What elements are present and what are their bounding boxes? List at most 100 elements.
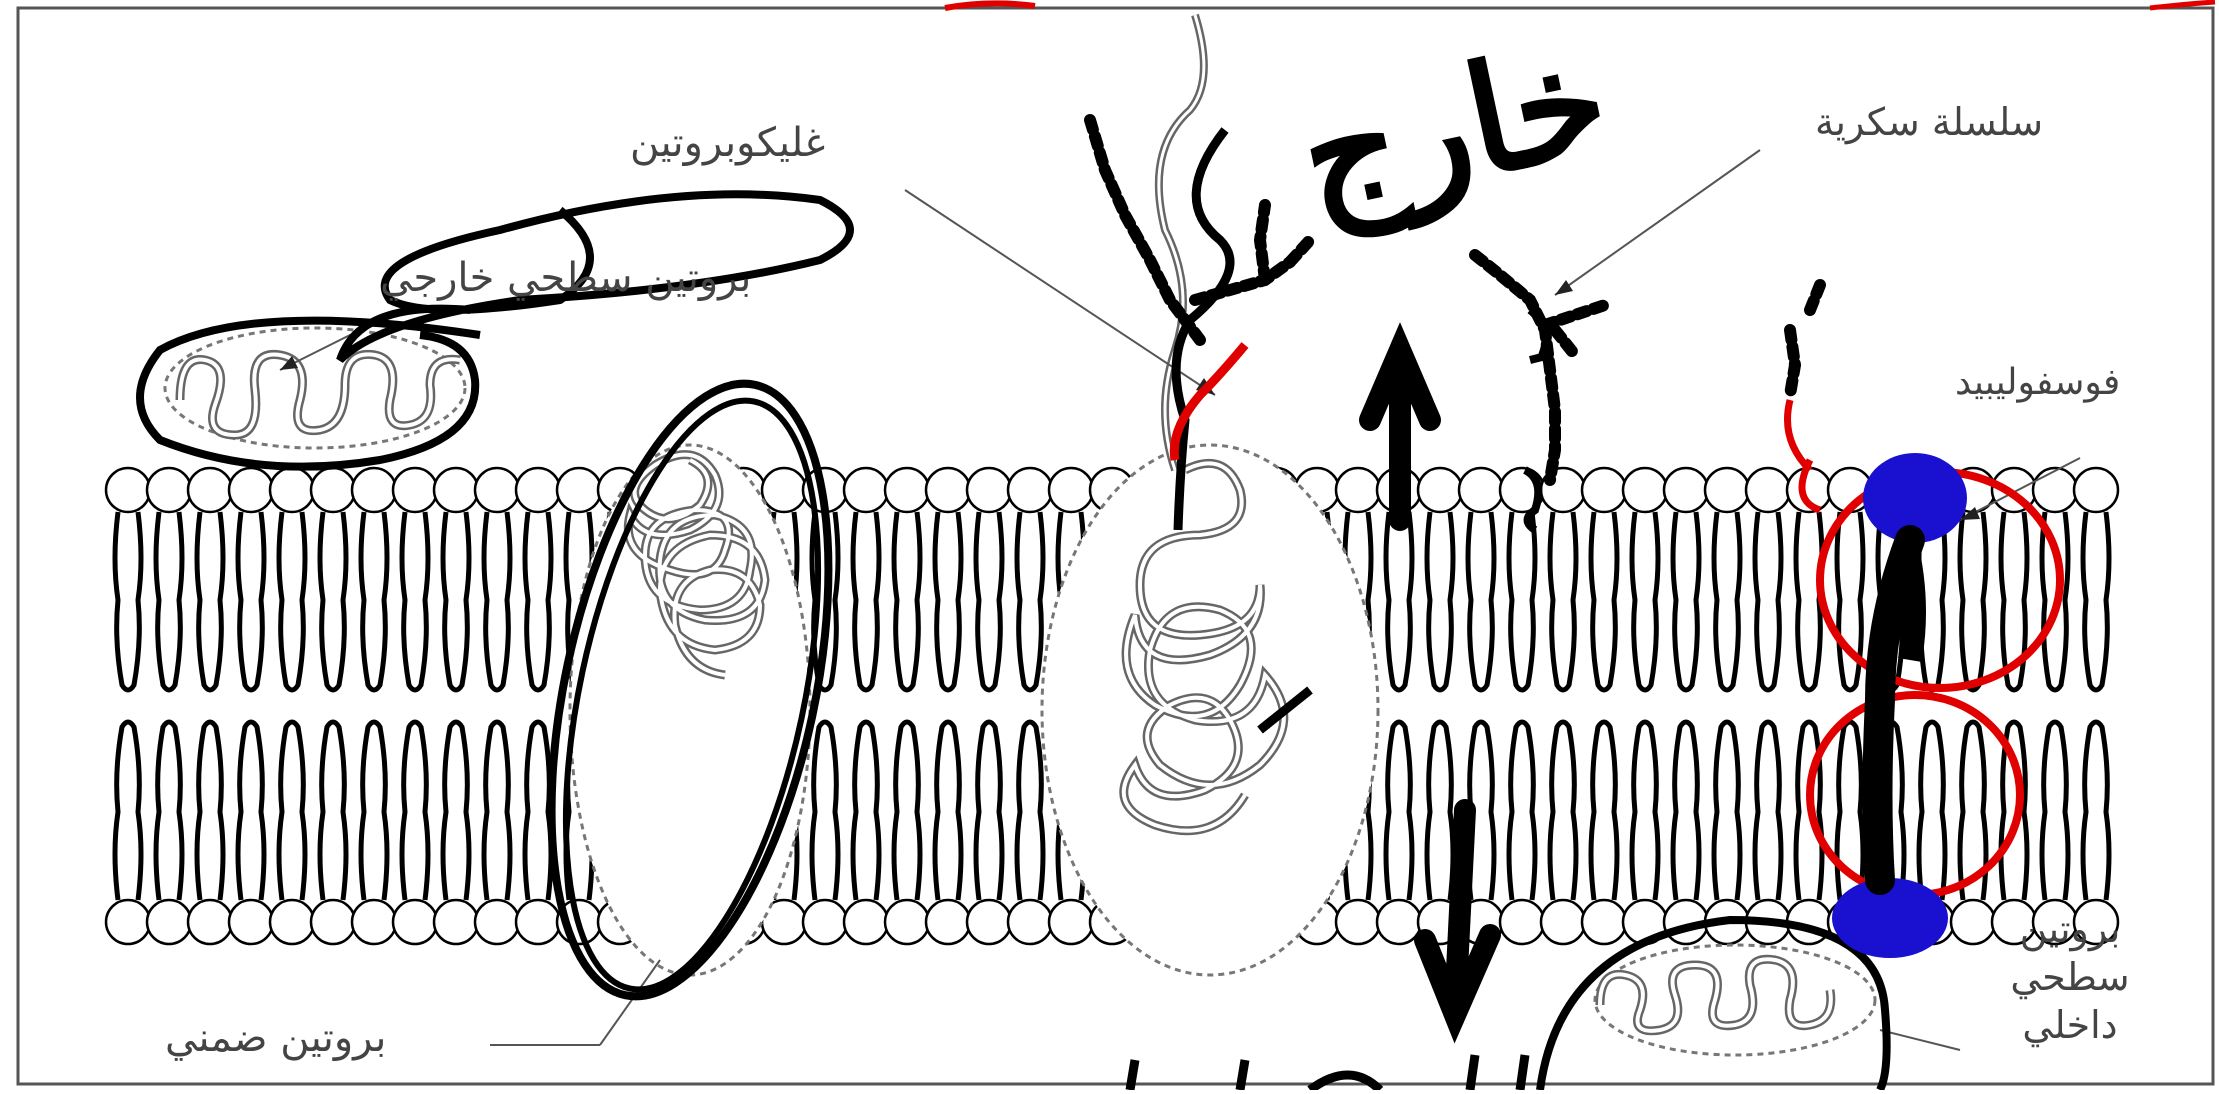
phospholipid-head-top xyxy=(1459,468,1503,512)
phospholipid-head-bottom xyxy=(352,900,396,944)
lipid-tail-top xyxy=(1427,512,1453,690)
phospholipid-head-top xyxy=(2074,468,2118,512)
lipid-tail-top xyxy=(1591,512,1617,690)
label-phospholipid: فوسفوليبيد xyxy=(1955,362,2120,403)
lipid-tail-bottom xyxy=(525,722,551,900)
phospholipid-head-top xyxy=(475,468,519,512)
phospholipid-head-top xyxy=(1008,468,1052,512)
phospholipid-head-bottom xyxy=(147,900,191,944)
integral-protein-left xyxy=(570,445,810,975)
lipid-tail-top xyxy=(2083,512,2109,690)
lipid-tail-bottom xyxy=(935,722,961,900)
sugar-chain xyxy=(1810,285,1820,310)
label-glycoprotein: غليكوبروتين xyxy=(630,120,825,166)
lipid-tail-top xyxy=(1673,512,1699,690)
lipid-tail-top xyxy=(1960,512,1986,690)
phospholipid-head-top xyxy=(885,468,929,512)
phospholipid-head-bottom xyxy=(1500,900,1544,944)
phospholipid-head-top xyxy=(1705,468,1749,512)
lipid-tail-top xyxy=(1632,512,1658,690)
lipid-tail-bottom xyxy=(1591,722,1617,900)
lipid-tail-top xyxy=(197,512,223,690)
lipid-tail-bottom xyxy=(812,722,838,900)
lipid-tail-bottom xyxy=(443,722,469,900)
ink-red-loop-bottom xyxy=(1810,695,2020,895)
sugar-chain xyxy=(1475,255,1555,480)
lipid-tail-top xyxy=(976,512,1002,690)
phospholipid-head-bottom xyxy=(1049,900,1093,944)
phospholipid-head-bottom xyxy=(1951,900,1995,944)
lipid-tail-top xyxy=(156,512,182,690)
phospholipid-head-bottom xyxy=(188,900,232,944)
phospholipid-head-bottom xyxy=(106,900,150,944)
lipid-tail-top xyxy=(320,512,346,690)
lipid-tail-bottom xyxy=(1550,722,1576,900)
sugar-chain xyxy=(1545,305,1605,325)
lipid-tail-top xyxy=(484,512,510,690)
lipid-tail-bottom xyxy=(402,722,428,900)
phospholipid-head-bottom xyxy=(885,900,929,944)
sugar-chain xyxy=(1555,330,1575,355)
phospholipid-head-bottom xyxy=(803,900,847,944)
phospholipid-head-top xyxy=(967,468,1011,512)
lipid-tail-bottom xyxy=(894,722,920,900)
lipid-tail-bottom xyxy=(1755,722,1781,900)
phospholipid-head-top xyxy=(1746,468,1790,512)
lipid-tail-bottom xyxy=(156,722,182,900)
sugar-chain xyxy=(1790,330,1795,395)
lipid-tail-top xyxy=(853,512,879,690)
lipid-tail-top xyxy=(1714,512,1740,690)
phospholipid-head-top xyxy=(106,468,150,512)
phospholipid-head-bottom xyxy=(1582,900,1626,944)
label-sugar-chain: سلسلة سكرية xyxy=(1815,100,2043,144)
lipid-tail-top xyxy=(443,512,469,690)
lipid-tail-bottom xyxy=(1919,722,1945,900)
phospholipid-head-top xyxy=(1582,468,1626,512)
lipid-tail-top xyxy=(279,512,305,690)
lipid-tail-top xyxy=(525,512,551,690)
lipid-tail-top xyxy=(1386,512,1412,690)
lipid-tail-bottom xyxy=(1427,722,1453,900)
phospholipid-head-top xyxy=(393,468,437,512)
phospholipid-head-top xyxy=(229,468,273,512)
phospholipid-head-top xyxy=(1418,468,1462,512)
lipid-tail-bottom xyxy=(1386,722,1412,900)
phospholipid-head-top xyxy=(516,468,560,512)
sugar-chain xyxy=(1195,262,1290,300)
label-inner-surface-protein: بروتين سطحي داخلي xyxy=(1990,905,2150,1049)
pointer-inner-protein xyxy=(1880,1030,1960,1050)
phospholipid-head-top xyxy=(188,468,232,512)
label-inner-line-2: سطحي xyxy=(1990,953,2150,1001)
lipid-tail-top xyxy=(1755,512,1781,690)
phospholipid-head-top xyxy=(1664,468,1708,512)
lipid-tail-bottom xyxy=(2083,722,2109,900)
phospholipid-head-top xyxy=(557,468,601,512)
sugar-chain xyxy=(1290,240,1310,262)
lipid-tail-top xyxy=(238,512,264,690)
lipid-tail-bottom xyxy=(1509,722,1535,900)
lipid-tail-top xyxy=(115,512,141,690)
phospholipid-head-top xyxy=(1049,468,1093,512)
pointer-integral xyxy=(600,960,660,1045)
lipid-tail-top xyxy=(402,512,428,690)
lipid-tail-bottom xyxy=(1673,722,1699,900)
label-inner-line-1: بروتين xyxy=(1990,905,2150,953)
lipid-tail-bottom xyxy=(976,722,1002,900)
lipid-tail-bottom xyxy=(1714,722,1740,900)
label-outer-surface-protein: بروتين سطحي خارجي xyxy=(380,255,751,301)
phospholipid-head-bottom xyxy=(926,900,970,944)
phospholipid-head-top xyxy=(352,468,396,512)
label-inner-line-3: داخلي xyxy=(1990,1001,2150,1049)
lipid-tail-bottom xyxy=(2042,722,2068,900)
phospholipid-head-bottom xyxy=(1008,900,1052,944)
phospholipid-head-bottom xyxy=(434,900,478,944)
phospholipid-head-top xyxy=(762,468,806,512)
phospholipid-head-bottom xyxy=(393,900,437,944)
lipid-tail-top xyxy=(1468,512,1494,690)
label-integral-protein: بروتين ضمني xyxy=(165,1015,386,1061)
phospholipid-head-bottom xyxy=(229,900,273,944)
lipid-tail-bottom xyxy=(484,722,510,900)
phospholipid-head-bottom xyxy=(1336,900,1380,944)
phospholipid-head-top xyxy=(311,468,355,512)
